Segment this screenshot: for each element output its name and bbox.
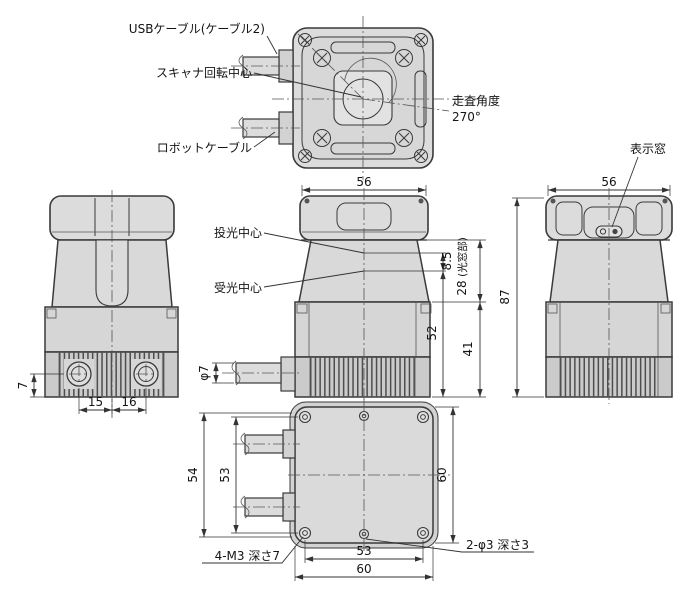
bottom-usb-cable: [233, 429, 300, 459]
emit-center-leader: [263, 232, 365, 254]
scanner-center-leader: [253, 72, 362, 98]
dim53-left-extensions: [231, 416, 298, 534]
scan-angle-label: 走査角度: [452, 93, 500, 108]
emit-offset-dim: 8.5: [440, 251, 454, 270]
top-view: USBケーブル(ケーブル2) スキャナ回転中心 ロボットケーブル 走査角度 27…: [129, 16, 500, 180]
front-view: 7 15 16: [16, 190, 179, 418]
corner-screws: [298, 33, 428, 163]
base-panel-lines: [559, 302, 659, 357]
corner-holes-label: 4-M3 深さ7: [215, 549, 280, 563]
cap-corner-mark: [550, 198, 556, 204]
receive-center-label: 受光中心: [214, 280, 262, 295]
base-notch-left: [46, 308, 57, 319]
receive-center-leader: [263, 270, 365, 288]
center-holes-leader: [365, 538, 534, 553]
scan-angle-arc: [344, 57, 397, 103]
front-cap-seams: [94, 198, 130, 236]
base-panel-lines: [308, 302, 417, 357]
fin-band-edges: [309, 357, 416, 397]
cable-break-mark: [231, 360, 241, 386]
cable-dia-dim: φ7: [197, 365, 211, 381]
scan-angle-value: 270°: [452, 110, 481, 124]
side-view: 56 φ7 投光中心 受光中心 8.5: [197, 175, 486, 404]
window-note: (光窓部): [456, 237, 469, 277]
base-notch-right: [420, 303, 432, 314]
display-window-leader: [611, 156, 639, 228]
side-cable: [222, 356, 302, 392]
base-notch-left: [296, 303, 308, 314]
dim54-extensions: [199, 412, 292, 538]
side-width-dim: 56: [356, 175, 371, 189]
window-height-dim: 28: [455, 280, 469, 295]
pitch-53-left-dim: 53: [218, 467, 232, 482]
side-base: [294, 301, 431, 358]
mount-hole-right: [133, 361, 159, 387]
pitch-53-bottom-dim: 53: [356, 544, 371, 558]
indicator-led: [612, 228, 618, 235]
m3-corner-holes: [298, 410, 430, 540]
plate-screws: [313, 49, 413, 147]
base-notch-right: [166, 308, 177, 319]
robot-cable-label: ロボットケーブル: [157, 140, 252, 155]
emit-center-label: 投光中心: [214, 225, 262, 240]
base-height-dim: 41: [461, 341, 475, 356]
pitch-54-dim: 54: [186, 467, 200, 482]
corner-holes-leader: [202, 536, 304, 564]
rear-height-dim: 87: [498, 289, 512, 304]
fin-band-edges: [58, 352, 165, 397]
scanner-center-label: スキャナ回転中心: [156, 65, 252, 80]
robot-cable: [231, 111, 300, 145]
dim-chain-extensions: [364, 239, 486, 398]
center-holes-label: 2-φ3 深さ3: [466, 538, 529, 552]
mount-hole-left: [66, 361, 92, 387]
cap-corner-mark: [304, 198, 310, 204]
bottom-robot-cable: [233, 492, 300, 522]
usb-cable-leader: [266, 35, 278, 55]
robot-cable-leader: [253, 131, 276, 148]
rear-view: 56 表示窓 87: [498, 141, 673, 404]
usb-cable-label: USBケーブル(ケーブル2): [129, 21, 265, 36]
depth-dim: 60: [435, 467, 449, 482]
display-window-label: 表示窓: [630, 141, 666, 156]
base-notch-left: [547, 303, 558, 314]
hole-height-dim: 7: [16, 382, 30, 390]
rear-width-dim: 56: [601, 175, 616, 189]
fin-band-edges: [559, 357, 659, 397]
front-base: [44, 306, 179, 353]
cap-corner-mark: [418, 198, 424, 204]
receive-height-dim: 52: [425, 325, 439, 340]
indicator-led: [599, 228, 607, 235]
width-dim: 60: [356, 562, 371, 576]
cap-lobe-left: [555, 201, 583, 236]
bottom-view: 53 54 60 53 60 4-M3 深さ7 2-φ3 深さ3: [186, 399, 534, 581]
cap-corner-mark: [662, 198, 668, 204]
hole-right-pitch-dim: 16: [121, 395, 136, 409]
cap-lobe-right: [635, 201, 663, 236]
scan-boundary-line-2: [362, 98, 450, 112]
base-notch-right: [660, 303, 671, 314]
hole-left-pitch-dim: 15: [88, 395, 103, 409]
scan-boundary-line-1: [296, 32, 364, 100]
cable-connector: [280, 356, 296, 392]
